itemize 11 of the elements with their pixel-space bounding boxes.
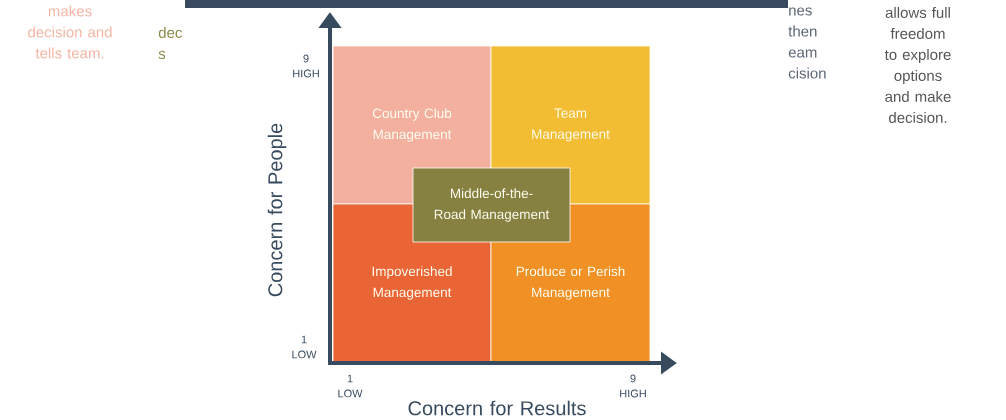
tick-label: 9 HIGH	[293, 54, 319, 78]
center-box: Middle-of-the-Road Management	[412, 167, 571, 243]
note-text: dec s	[158, 27, 182, 59]
tick-label: 1 LOW	[338, 374, 363, 398]
tick-label: 1 LOW	[292, 335, 317, 359]
note-text: nes then eam cision	[788, 7, 826, 79]
tick-label: 9 HIGH	[620, 374, 646, 398]
axis-title: Concern for Results	[408, 400, 586, 416]
note-text: allows full freedom to explore options and make decision.	[884, 7, 951, 123]
axis-title: Concern for People	[267, 123, 287, 297]
note-text: makes decision and tells team.	[28, 5, 112, 59]
